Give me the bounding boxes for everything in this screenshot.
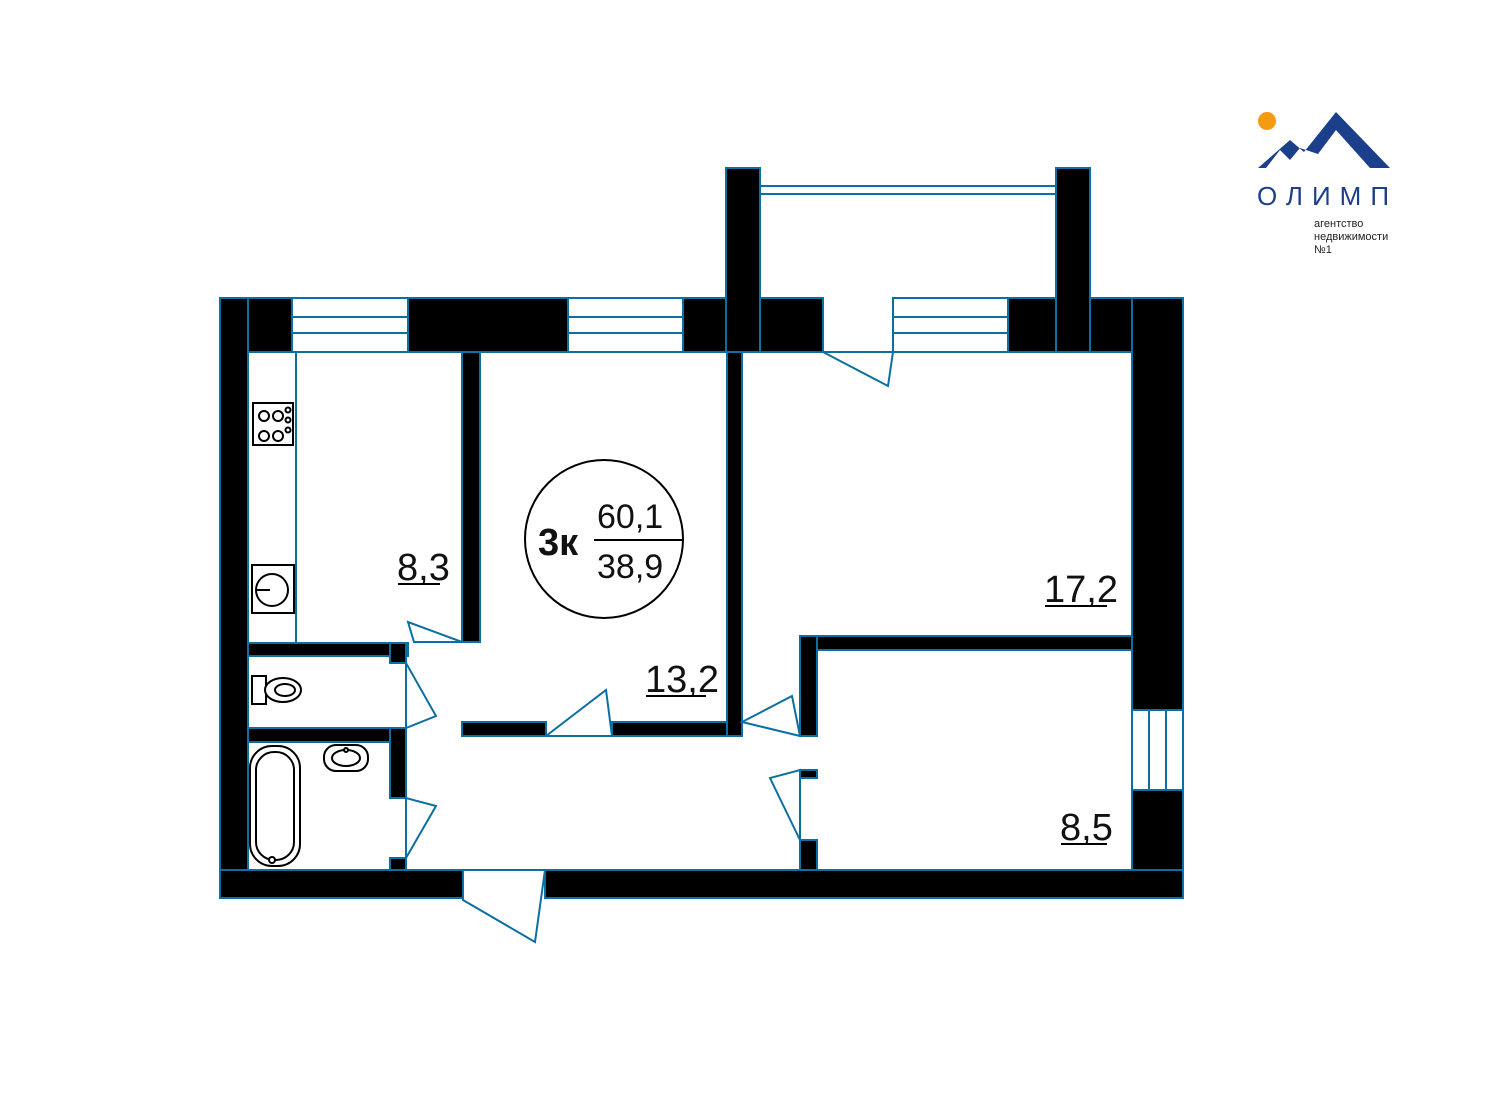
doors bbox=[405, 351, 895, 944]
window-middle-room bbox=[567, 297, 684, 353]
middle-room-area-label: 13,2 bbox=[645, 659, 719, 701]
logo-tagline-1: агентство bbox=[1314, 218, 1363, 230]
window-small-room bbox=[1131, 709, 1184, 791]
door-large-room bbox=[739, 694, 802, 738]
large-room-area-label: 17,2 bbox=[1044, 569, 1118, 611]
logo-tagline-3: №1 bbox=[1314, 244, 1332, 256]
logo-tagline-2: недвижимости bbox=[1314, 231, 1388, 243]
small-room-area-label: 8,5 bbox=[1060, 807, 1113, 849]
door-entrance bbox=[462, 869, 547, 944]
kitchen-area-label: 8,3 bbox=[397, 547, 450, 589]
room-labels: 8,3 13,2 17,2 8,5 bbox=[397, 547, 1118, 849]
logo-name: ОЛИМП bbox=[1257, 181, 1398, 211]
mountain-icon bbox=[1258, 112, 1390, 168]
sink-icon bbox=[323, 744, 369, 772]
door-bath bbox=[405, 796, 438, 862]
door-small-room bbox=[768, 768, 801, 841]
company-logo: ОЛИМП агентство недвижимости №1 bbox=[1257, 112, 1398, 256]
window-large-room bbox=[892, 297, 1009, 353]
bathtub-icon bbox=[249, 745, 301, 867]
sun-icon bbox=[1258, 112, 1276, 130]
apartment-badge: 3к 60,1 38,9 bbox=[524, 459, 684, 619]
door-kitchen bbox=[406, 620, 463, 643]
door-middle-room bbox=[543, 688, 614, 737]
window-kitchen bbox=[291, 297, 409, 353]
door-balcony bbox=[822, 351, 895, 388]
door-wc bbox=[405, 659, 438, 730]
living-area-label: 38,9 bbox=[597, 548, 663, 586]
outer-walls bbox=[219, 167, 1184, 899]
interior-walls bbox=[247, 351, 1133, 871]
toilet-icon bbox=[251, 675, 302, 705]
windows bbox=[291, 297, 1184, 791]
total-area-label: 60,1 bbox=[597, 498, 663, 536]
kitchen-counter bbox=[251, 352, 297, 643]
balcony bbox=[760, 185, 1056, 195]
rooms-count-label: 3к bbox=[538, 522, 579, 564]
